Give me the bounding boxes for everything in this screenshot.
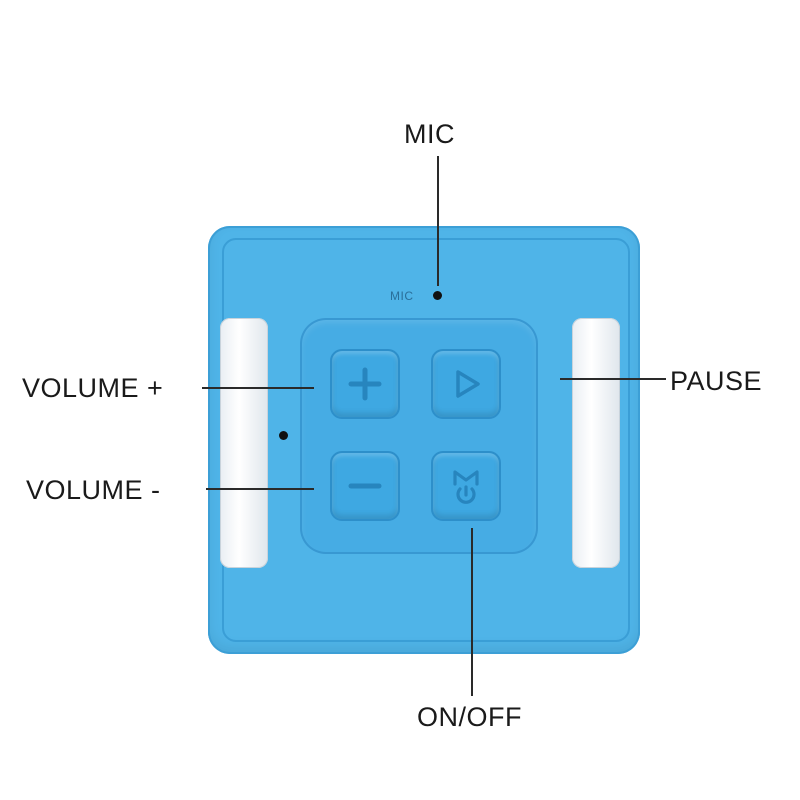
volume-down-button[interactable] xyxy=(330,451,400,521)
play-icon xyxy=(456,370,480,398)
pause-leader-line xyxy=(560,378,666,380)
pause-callout-label: PAUSE xyxy=(670,366,763,396)
indicator-led xyxy=(279,431,288,440)
right-mount-strip xyxy=(572,318,620,568)
on-off-callout-label: ON/OFF xyxy=(417,702,522,732)
left-mount-strip xyxy=(220,318,268,568)
minus-icon xyxy=(348,483,382,489)
volume-minus-leader-line xyxy=(206,488,314,490)
plus-icon xyxy=(348,367,382,401)
device-mic-label: MIC xyxy=(390,289,414,303)
volume-up-button[interactable] xyxy=(330,349,400,419)
volume-plus-callout-label: VOLUME + xyxy=(22,373,164,403)
play-pause-button[interactable] xyxy=(431,349,501,419)
mode-power-button[interactable] xyxy=(431,451,501,521)
mic-callout-label: MIC xyxy=(404,119,455,149)
mic-leader-line xyxy=(437,156,439,286)
volume-minus-callout-label: VOLUME - xyxy=(26,475,161,505)
volume-plus-leader-line xyxy=(202,387,314,389)
on-off-leader-line xyxy=(471,528,473,696)
mode-icon xyxy=(453,470,479,504)
mic-hole xyxy=(433,291,442,300)
